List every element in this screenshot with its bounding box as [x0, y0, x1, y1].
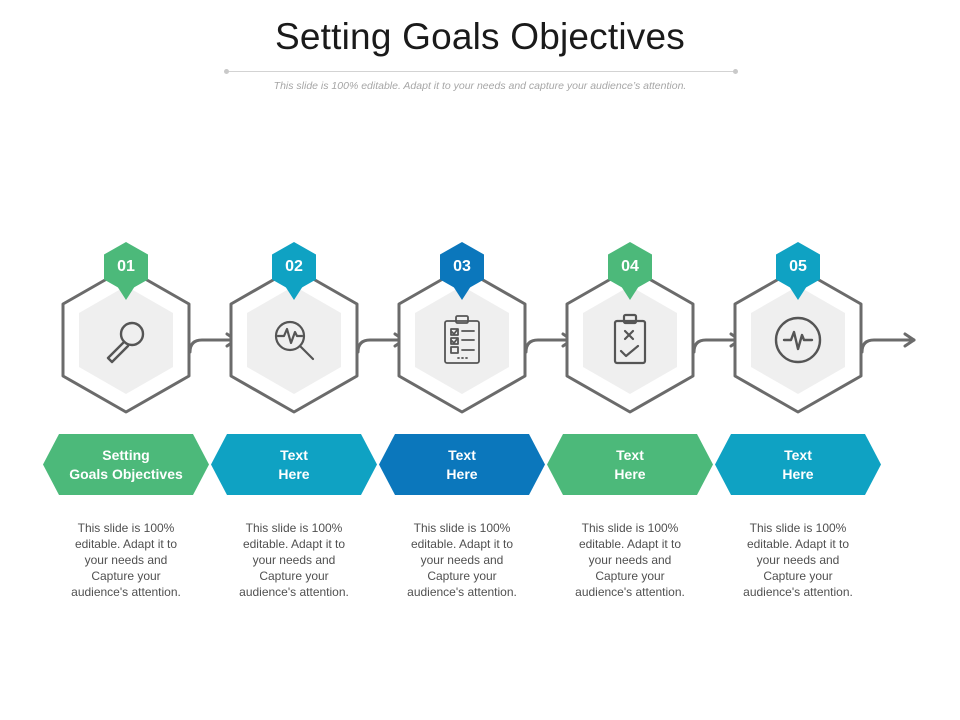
step-banner — [43, 434, 209, 495]
step-banner — [715, 434, 881, 495]
step-description: This slide is 100% editable. Adapt it to… — [239, 521, 349, 599]
hexagon-fill — [79, 286, 173, 394]
step-banner — [211, 434, 377, 495]
step-description: This slide is 100% editable. Adapt it to… — [575, 521, 685, 599]
number-tag — [440, 242, 484, 292]
step-label: Text Here — [782, 447, 814, 482]
slide-subtitle: This slide is 100% editable. Adapt it to… — [273, 80, 687, 92]
step-number: 05 — [789, 258, 807, 275]
step-label: Setting Goals Objectives — [69, 447, 183, 482]
slide-title: Setting Goals Objectives — [275, 16, 685, 57]
step-number: 02 — [285, 258, 303, 275]
step-label: Text Here — [446, 447, 478, 482]
number-tag-pointer — [117, 286, 135, 300]
arrow-head-icon — [903, 332, 916, 348]
step-number: 01 — [117, 258, 135, 275]
step-banner — [547, 434, 713, 495]
number-tag — [272, 242, 316, 292]
number-tag-pointer — [285, 286, 303, 300]
step-banner — [379, 434, 545, 495]
number-tag-pointer — [453, 286, 471, 300]
title-divider — [224, 69, 738, 74]
hexagon-fill — [751, 286, 845, 394]
step-description: This slide is 100% editable. Adapt it to… — [407, 521, 517, 599]
step-label: Text Here — [278, 447, 310, 482]
number-tag-pointer — [621, 286, 639, 300]
number-tag-pointer — [789, 286, 807, 300]
number-tag — [776, 242, 820, 292]
step-description: This slide is 100% editable. Adapt it to… — [743, 521, 853, 599]
step-number: 04 — [621, 258, 639, 275]
step-description: This slide is 100% editable. Adapt it to… — [71, 521, 181, 599]
step-label: Text Here — [614, 447, 646, 482]
hexagon-fill — [583, 286, 677, 394]
hexagon-fill — [247, 286, 341, 394]
number-tag — [104, 242, 148, 292]
step-number: 03 — [453, 258, 471, 275]
number-tag — [608, 242, 652, 292]
